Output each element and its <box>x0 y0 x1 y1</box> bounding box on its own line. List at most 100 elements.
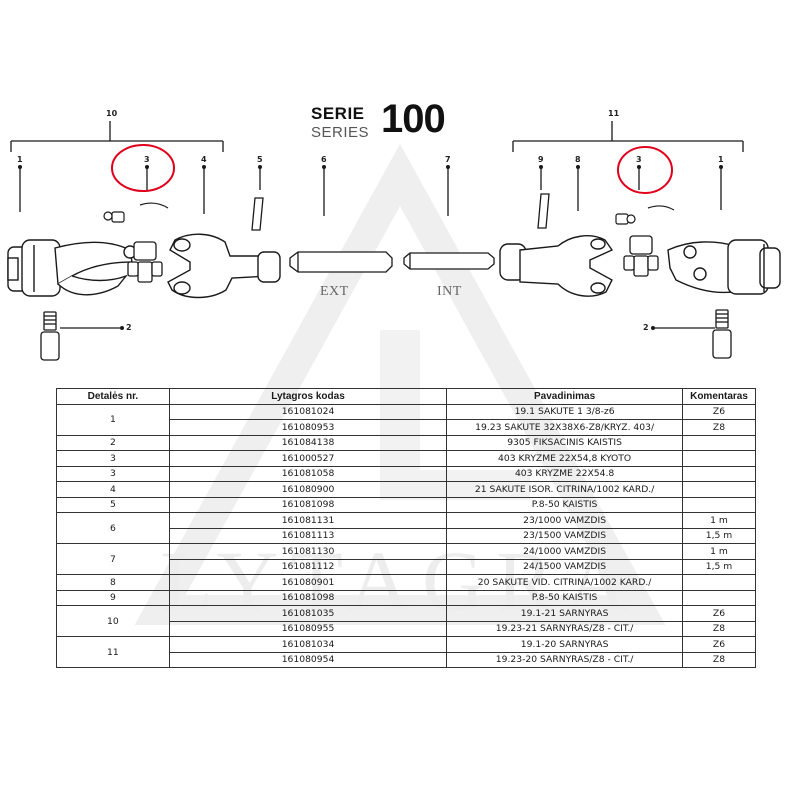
cell-name: 19.1-20 SARNYRAS <box>446 636 683 653</box>
cell-comment: 1 m <box>682 512 756 529</box>
cell-comment <box>682 434 756 451</box>
cell-part-nr: 11 <box>56 636 170 668</box>
cell-code: 161081131 <box>168 512 448 529</box>
cell-code: 161081058 <box>168 465 448 482</box>
cell-comment: Z6 <box>682 605 756 622</box>
cell-comment <box>682 496 756 513</box>
cell-code: 161081024 <box>168 403 448 420</box>
cell-name: P.8-50 KAISTIS <box>446 496 683 513</box>
callout-2-left: 2 <box>126 323 132 332</box>
right-outer-yoke <box>667 239 781 295</box>
cell-code: 161080901 <box>168 574 448 591</box>
pipe-ext <box>289 251 393 273</box>
cell-part-nr: 9 <box>56 589 170 606</box>
cell-part-nr: 10 <box>56 605 170 637</box>
cell-comment: Z6 <box>682 636 756 653</box>
header-code: Lytagros kodas <box>168 388 448 405</box>
pipe-ext-label: EXT <box>320 284 349 299</box>
callout-11: 11 <box>608 109 620 118</box>
cell-comment: 1,5 m <box>682 527 756 544</box>
cell-comment: Z8 <box>682 651 756 668</box>
callout-9: 9 <box>538 155 544 164</box>
cell-name: 19.23-20 SARNYRAS/Z8 - CIT./ <box>446 651 683 668</box>
series-number: 100 <box>381 97 446 141</box>
cell-comment <box>682 465 756 482</box>
right-inner-yoke <box>499 235 614 297</box>
cell-part-nr: 7 <box>56 543 170 575</box>
cell-code: 161081098 <box>168 589 448 606</box>
cell-code: 161084138 <box>168 434 448 451</box>
cell-code: 161081034 <box>168 636 448 653</box>
cell-name: 24/1000 VAMZDIS <box>446 543 683 560</box>
cell-comment <box>682 589 756 606</box>
cell-name: 9305 FIKSACINIS KAISTIS <box>446 434 683 451</box>
cell-code: 161000527 <box>168 450 448 467</box>
cell-name: P.8-50 KAISTIS <box>446 589 683 606</box>
cell-part-nr: 6 <box>56 512 170 544</box>
callout-1-right: 1 <box>718 155 724 164</box>
callout-4: 4 <box>201 155 207 164</box>
table-header-row: Detalės nr. Lytagros kodas Pavadinimas K… <box>56 388 756 405</box>
cell-code: 161081113 <box>168 527 448 544</box>
cell-part-nr: 2 <box>56 434 170 451</box>
series-label: SERIES <box>311 124 370 141</box>
cell-part-nr: 5 <box>56 496 170 513</box>
parts-table: Detalės nr. Lytagros kodas Pavadinimas K… <box>56 388 756 668</box>
left-inner-yoke <box>167 233 281 299</box>
cell-name: 403 KRYZME 22X54.8 <box>446 465 683 482</box>
header-name: Pavadinimas <box>446 388 683 405</box>
cell-code: 161081035 <box>168 605 448 622</box>
callout-3-right: 3 <box>636 155 642 164</box>
cell-code: 161081112 <box>168 558 448 575</box>
cell-name: 19.1 SAKUTE 1 3/8-z6 <box>446 403 683 420</box>
cell-part-nr: 4 <box>56 481 170 498</box>
cell-code: 161080955 <box>168 620 448 637</box>
cell-name: 19.1-21 SARNYRAS <box>446 605 683 622</box>
callout-6: 6 <box>321 155 327 164</box>
cell-name: 20 SAKUTE VID. CITRINA/1002 KARD./ <box>446 574 683 591</box>
cell-comment <box>682 481 756 498</box>
cell-comment <box>682 450 756 467</box>
callout-3-left: 3 <box>144 155 150 164</box>
callout-5: 5 <box>257 155 263 164</box>
pipe-int-label: INT <box>437 284 462 299</box>
cell-name: 23/1000 VAMZDIS <box>446 512 683 529</box>
cell-name: 19.23 SAKUTE 32X38X6-Z8/KRYZ. 403/ <box>446 419 683 436</box>
highlight-circle-left <box>111 144 175 192</box>
cell-code: 161080954 <box>168 651 448 668</box>
cell-comment: 1 m <box>682 543 756 560</box>
cell-comment: Z8 <box>682 419 756 436</box>
cell-part-nr: 8 <box>56 574 170 591</box>
cell-comment: Z8 <box>682 620 756 637</box>
cell-part-nr: 1 <box>56 403 170 436</box>
driveshaft-diagram <box>7 121 781 361</box>
cell-part-nr: 3 <box>56 450 170 467</box>
cell-code: 161081130 <box>168 543 448 560</box>
callout-1-left: 1 <box>17 155 23 164</box>
highlight-circle-right <box>617 146 673 194</box>
callout-2-right: 2 <box>643 323 649 332</box>
cell-part-nr: 3 <box>56 465 170 482</box>
serie-label: SERIE <box>311 104 365 123</box>
header-comment: Komentaras <box>682 388 756 405</box>
cell-comment: Z6 <box>682 403 756 420</box>
cell-name: 23/1500 VAMZDIS <box>446 527 683 544</box>
cell-code: 161080953 <box>168 419 448 436</box>
callout-7: 7 <box>445 155 451 164</box>
header-part-nr: Detalės nr. <box>56 388 170 405</box>
cell-comment <box>682 574 756 591</box>
